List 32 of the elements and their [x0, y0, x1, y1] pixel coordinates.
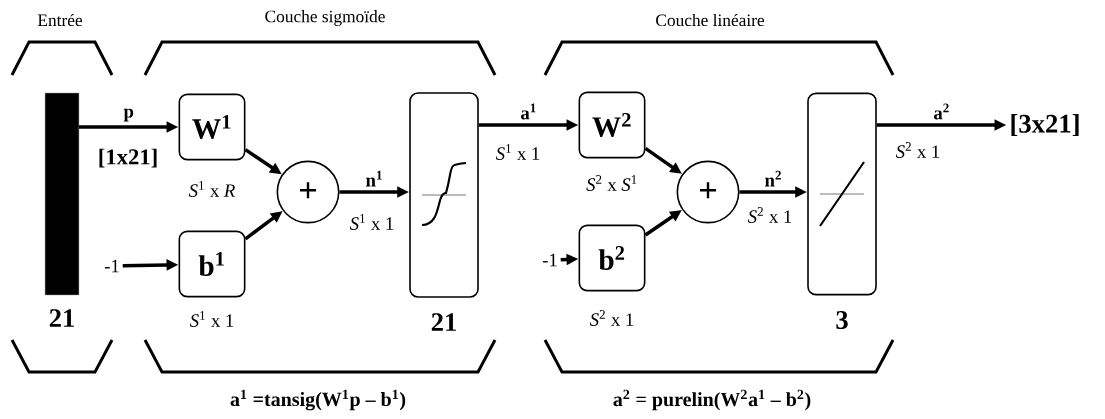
layer-formula: a$^{2}$ = purelin(W$^{2}$a$^{1}$ – b$^{2}$) [613, 389, 811, 411]
edge-label: a$^{2}$ [934, 103, 949, 120]
input-bar [45, 93, 79, 295]
edge-label: n$^{2}$ [765, 170, 781, 187]
dimension-label: S$^{1}$ x 1 [349, 214, 394, 230]
dimension-label: S$^{2}$ x 1 [589, 310, 634, 326]
node-text: -1 [104, 259, 119, 273]
weight-box: b$^{2}$ [578, 224, 646, 292]
edge-label: a$^{1}$ [521, 103, 536, 120]
dimension-label: [1x21] [99, 148, 157, 168]
dimension-label: S$^{2}$ x 1 [747, 207, 792, 223]
neuron-count: 21 [431, 313, 456, 331]
edge-label: p [123, 108, 134, 122]
node-text: [3x21] [1011, 113, 1079, 137]
edge-label: n$^{1}$ [366, 170, 382, 187]
weight-box: b$^{1}$ [178, 230, 246, 298]
transfer-function-box [807, 92, 877, 296]
layer-formula: a$^{1}$ =tansig(W$^{1}$p – b$^{1}$) [230, 389, 406, 411]
layer-title: Couche linéaire [656, 13, 765, 27]
neuron-count: 3 [836, 311, 848, 329]
dimension-label: S$^{2}$ x S$^{1}$ [586, 175, 637, 191]
dimension-label: S$^{1}$ x R [188, 181, 235, 197]
dimension-label: S$^{2}$ x 1 [895, 142, 940, 158]
transfer-function-box [409, 92, 479, 298]
weight-box: W$^{1}$ [178, 93, 246, 161]
weight-box: W$^{2}$ [578, 91, 646, 159]
neuron-count: 21 [49, 309, 74, 327]
layer-title: Couche sigmoïde [265, 10, 385, 26]
dimension-label: S$^{1}$ x 1 [495, 144, 540, 160]
layer-title: Entrée [37, 13, 83, 27]
node-text: -1 [542, 253, 557, 267]
dimension-label: S$^{1}$ x 1 [189, 311, 234, 327]
